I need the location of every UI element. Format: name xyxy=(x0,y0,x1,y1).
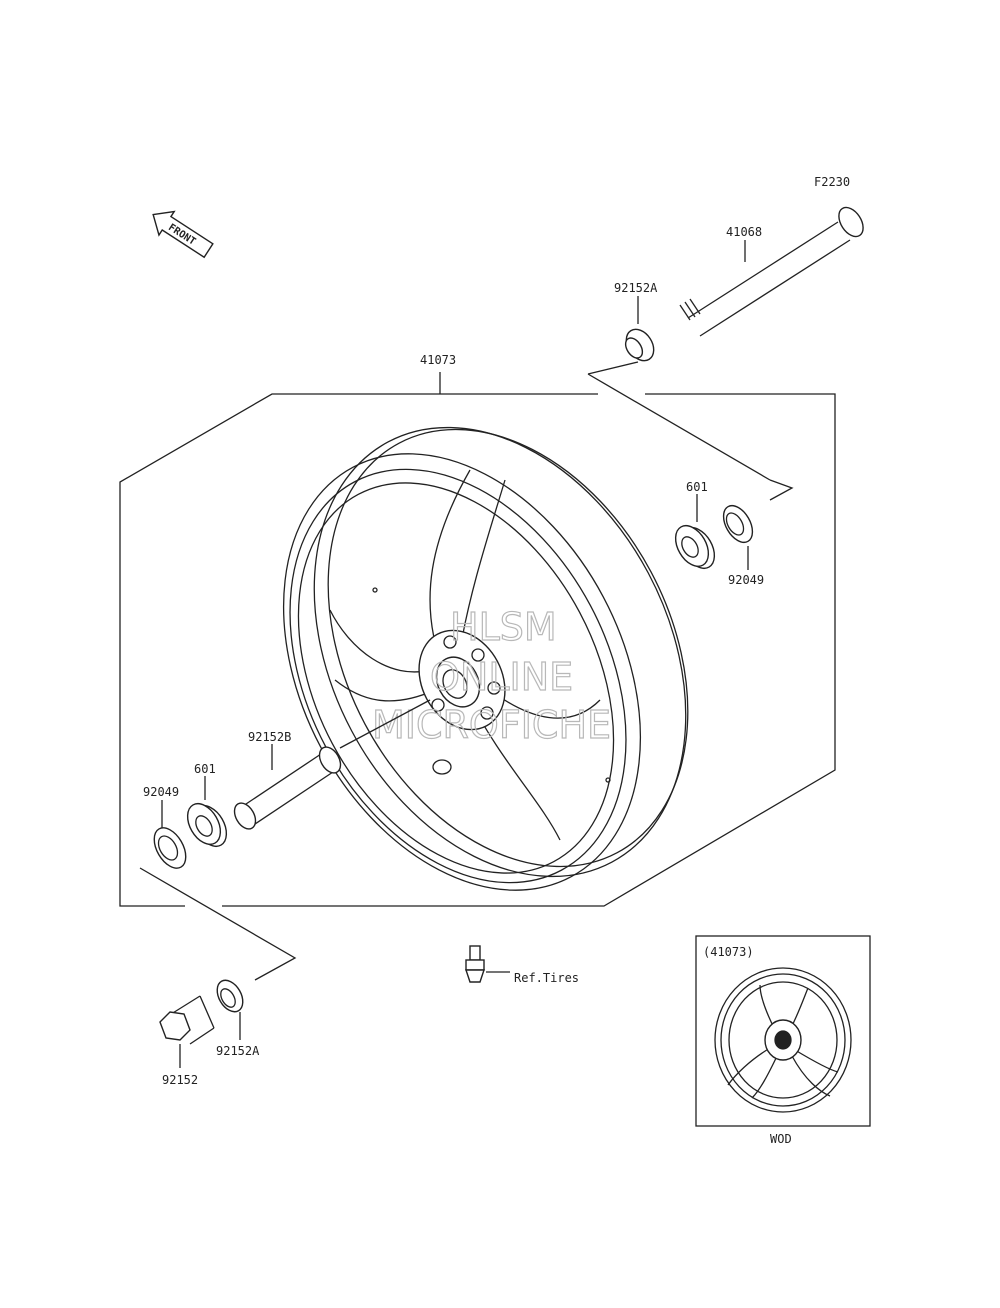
valve-icon[interactable] xyxy=(465,945,485,983)
wheel-group-outline xyxy=(119,393,598,907)
bearing-601-left[interactable] xyxy=(181,798,233,852)
front-arrow-icon: FRONT xyxy=(152,210,214,259)
bearing-601-right[interactable] xyxy=(669,520,721,574)
collar-92152[interactable] xyxy=(159,995,215,1045)
inset-caption: WOD xyxy=(770,1132,792,1146)
wheel-41073[interactable] xyxy=(212,363,760,952)
diagram-code: F2230 xyxy=(814,175,850,189)
label-wheel: 41073 xyxy=(420,353,456,367)
label-collar-bottom: 92152A xyxy=(216,1044,260,1058)
label-valve-ref: Ref.Tires xyxy=(514,971,579,985)
label-seal-left: 92049 xyxy=(143,785,179,799)
watermark: HLSM ONLINE MICROFICHE xyxy=(371,604,611,747)
spacer-92152b[interactable] xyxy=(230,743,345,832)
label-seal-right: 92049 xyxy=(728,573,764,587)
axle-41068[interactable] xyxy=(679,203,868,337)
label-spacer: 92152B xyxy=(248,730,291,744)
watermark-line-1: HLSM xyxy=(450,605,557,649)
label-bearing-right: 601 xyxy=(686,480,708,494)
collar-92152a-bottom[interactable] xyxy=(212,976,248,1016)
label-axle: 41068 xyxy=(726,225,762,239)
label-collar-left: 92152 xyxy=(162,1073,198,1087)
inset-title: (41073) xyxy=(703,945,754,959)
watermark-line-3: MICROFICHE xyxy=(372,703,611,747)
label-collar-top: 92152A xyxy=(614,281,658,295)
seal-92049-left[interactable] xyxy=(148,822,193,873)
label-bearing-left: 601 xyxy=(194,762,216,776)
inset-wheel-variant: (41073) WOD xyxy=(695,935,871,1146)
seal-92049-right[interactable] xyxy=(718,501,759,548)
watermark-line-2: ONLINE xyxy=(430,655,573,699)
collar-92152a-top[interactable] xyxy=(621,324,660,366)
